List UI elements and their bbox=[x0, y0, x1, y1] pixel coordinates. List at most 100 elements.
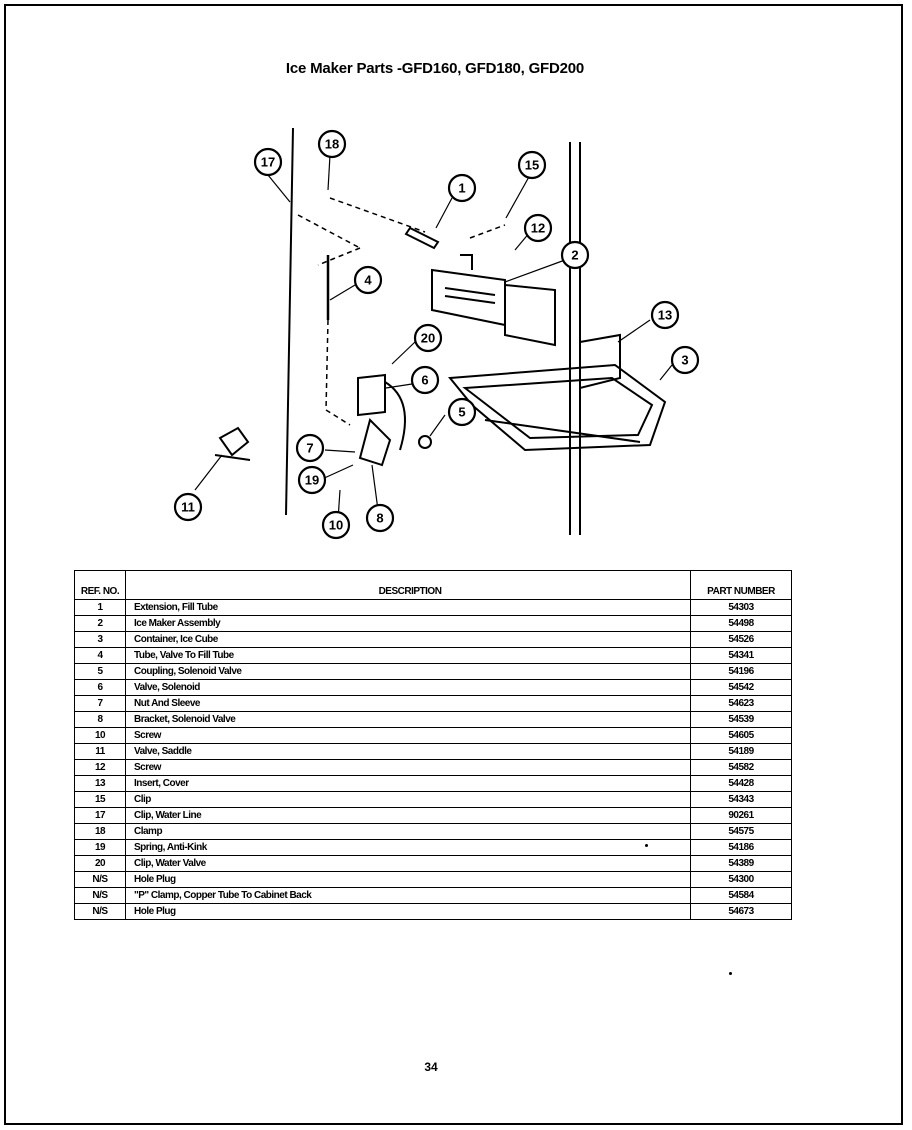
cabinet-wall-left bbox=[285, 127, 294, 516]
ref-cell: N/S bbox=[74, 903, 126, 920]
description-cell: Hole Plug bbox=[125, 903, 691, 920]
header-part-number: PART NUMBER bbox=[690, 570, 792, 600]
stray-mark bbox=[645, 844, 648, 847]
part-number-cell: 54189 bbox=[690, 743, 792, 760]
part-number-cell: 90261 bbox=[690, 807, 792, 824]
ref-cell: 18 bbox=[74, 823, 126, 840]
svg-text:1: 1 bbox=[458, 181, 465, 196]
callout-10: 10 bbox=[321, 510, 351, 540]
ref-cell: 3 bbox=[74, 631, 126, 648]
description-cell: "P" Clamp, Copper Tube To Cabinet Back bbox=[125, 887, 691, 904]
page-title: Ice Maker Parts -GFD160, GFD180, GFD200 bbox=[285, 60, 585, 77]
svg-text:4: 4 bbox=[364, 273, 372, 288]
callout-18: 18 bbox=[317, 129, 347, 159]
part-number-cell: 54343 bbox=[690, 791, 792, 808]
part-number-cell: 54605 bbox=[690, 727, 792, 744]
part-number-cell: 54300 bbox=[690, 871, 792, 888]
part-number-cell: 54303 bbox=[690, 599, 792, 616]
page-number: 34 bbox=[424, 1060, 438, 1074]
description-cell: Valve, Saddle bbox=[125, 743, 691, 760]
description-cell: Clip, Water Valve bbox=[125, 855, 691, 872]
svg-text:12: 12 bbox=[531, 221, 545, 236]
ref-cell: 11 bbox=[74, 743, 126, 760]
ref-cell: 17 bbox=[74, 807, 126, 824]
part-number-cell: 54186 bbox=[690, 839, 792, 856]
svg-text:6: 6 bbox=[421, 373, 428, 388]
description-cell: Insert, Cover bbox=[125, 775, 691, 792]
svg-text:5: 5 bbox=[458, 405, 465, 420]
callout-2: 2 bbox=[560, 240, 590, 270]
callout-11: 11 bbox=[173, 492, 203, 522]
ref-cell: 5 bbox=[74, 663, 126, 680]
svg-text:19: 19 bbox=[305, 473, 319, 488]
description-cell: Clip bbox=[125, 791, 691, 808]
description-cell: Hole Plug bbox=[125, 871, 691, 888]
callout-17: 17 bbox=[253, 147, 283, 177]
svg-text:8: 8 bbox=[376, 511, 383, 526]
description-cell: Ice Maker Assembly bbox=[125, 615, 691, 632]
part-number-cell: 54584 bbox=[690, 887, 792, 904]
ref-cell: 15 bbox=[74, 791, 126, 808]
svg-text:11: 11 bbox=[181, 500, 195, 515]
solenoid-valve bbox=[357, 373, 432, 467]
callout-7: 7 bbox=[295, 433, 325, 463]
part-number-cell: 54526 bbox=[690, 631, 792, 648]
part-number-cell: 54542 bbox=[690, 679, 792, 696]
part-number-cell: 54539 bbox=[690, 711, 792, 728]
callout-13: 13 bbox=[650, 300, 680, 330]
callout-8: 8 bbox=[365, 503, 395, 533]
part-number-cell: 54498 bbox=[690, 615, 792, 632]
ref-cell: N/S bbox=[74, 871, 126, 888]
description-cell: Valve, Solenoid bbox=[125, 679, 691, 696]
saddle-valve bbox=[214, 426, 251, 461]
ice-maker-assembly bbox=[431, 254, 556, 347]
svg-text:10: 10 bbox=[329, 518, 343, 533]
part-number-cell: 54196 bbox=[690, 663, 792, 680]
part-number-cell: 54623 bbox=[690, 695, 792, 712]
callout-12: 12 bbox=[523, 213, 553, 243]
svg-text:15: 15 bbox=[525, 158, 539, 173]
description-cell: Coupling, Solenoid Valve bbox=[125, 663, 691, 680]
ref-cell: 20 bbox=[74, 855, 126, 872]
description-cell: Clamp bbox=[125, 823, 691, 840]
description-cell: Clip, Water Line bbox=[125, 807, 691, 824]
description-cell: Nut And Sleeve bbox=[125, 695, 691, 712]
description-cell: Screw bbox=[125, 727, 691, 744]
svg-text:17: 17 bbox=[261, 155, 275, 170]
callout-6: 6 bbox=[410, 365, 440, 395]
stray-mark bbox=[729, 972, 732, 975]
callout-3: 3 bbox=[670, 345, 700, 375]
header-description: DESCRIPTION bbox=[125, 570, 691, 600]
ref-cell: 2 bbox=[74, 615, 126, 632]
fill-tube-extension bbox=[404, 226, 440, 250]
header-ref-no: REF. NO. bbox=[74, 570, 126, 600]
ref-cell: 4 bbox=[74, 647, 126, 664]
page-border bbox=[4, 4, 903, 1125]
table-header-row: REF. NO. DESCRIPTION PART NUMBER bbox=[74, 570, 792, 600]
part-number-cell: 54341 bbox=[690, 647, 792, 664]
description-cell: Extension, Fill Tube bbox=[125, 599, 691, 616]
ref-cell: 19 bbox=[74, 839, 126, 856]
description-cell: Tube, Valve To Fill Tube bbox=[125, 647, 691, 664]
svg-text:2: 2 bbox=[571, 248, 578, 263]
callout-1: 1 bbox=[447, 173, 477, 203]
callout-15: 15 bbox=[517, 150, 547, 180]
